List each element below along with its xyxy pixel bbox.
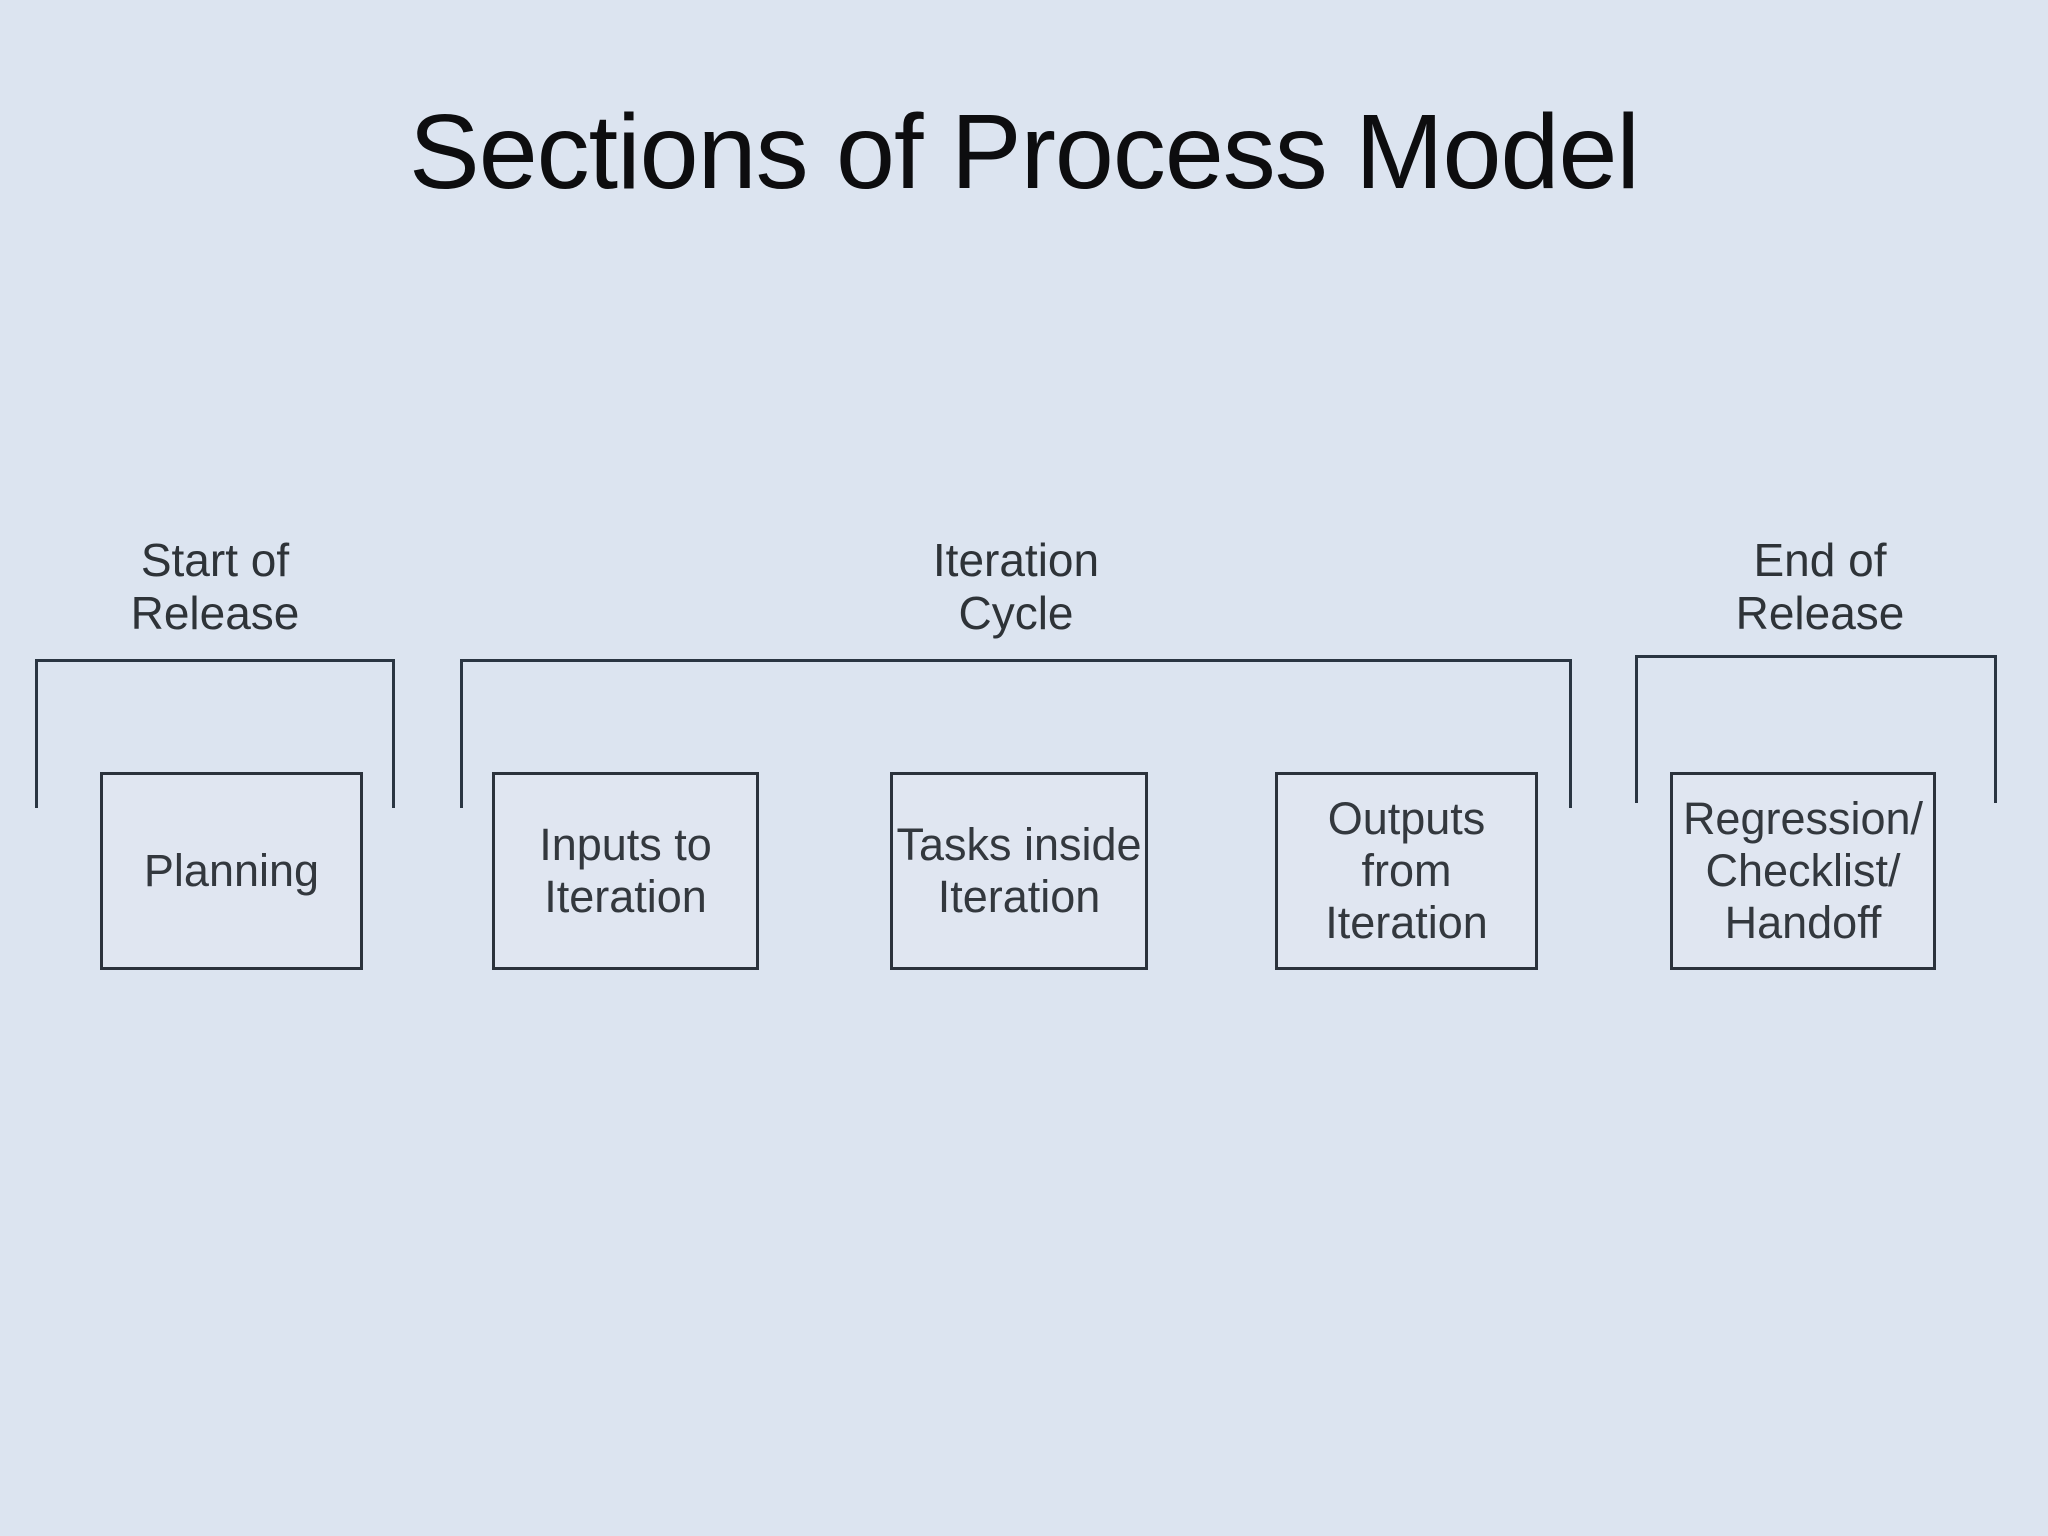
- process-box-regression-checklist-handoff: Regression/ Checklist/ Handoff: [1670, 772, 1936, 970]
- process-box-planning-label: Planning: [143, 845, 320, 896]
- bracket-start-of-release: [35, 659, 395, 808]
- group-label-iteration-cycle: Iteration Cycle: [932, 534, 1100, 639]
- process-box-outputs-from-iteration-label: Outputs from Iteration: [1325, 793, 1488, 948]
- bracket-end-of-release: [1635, 655, 1997, 803]
- process-box-tasks-inside-iteration: Tasks inside Iteration: [890, 772, 1148, 970]
- process-box-outputs-from-iteration: Outputs from Iteration: [1275, 772, 1538, 970]
- group-label-start-of-release: Start of Release: [130, 534, 300, 639]
- group-label-end-of-release: End of Release: [1735, 534, 1905, 639]
- process-box-regression-checklist-handoff-label: Regression/ Checklist/ Handoff: [1682, 793, 1924, 948]
- bracket-iteration-cycle: [460, 659, 1572, 808]
- process-box-planning: Planning: [100, 772, 363, 970]
- process-box-inputs-to-iteration: Inputs to Iteration: [492, 772, 759, 970]
- process-box-inputs-to-iteration-label: Inputs to Iteration: [539, 819, 712, 922]
- slide-title: Sections of Process Model: [409, 93, 1640, 211]
- process-box-tasks-inside-iteration-label: Tasks inside Iteration: [896, 819, 1142, 922]
